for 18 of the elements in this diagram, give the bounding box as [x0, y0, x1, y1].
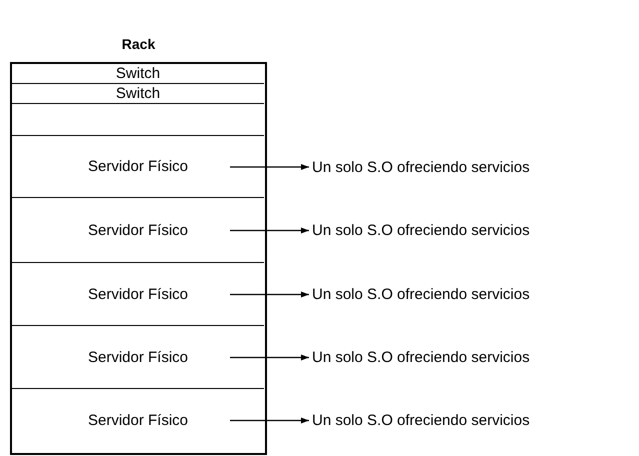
description-text: Un solo S.O ofreciendo servicios [312, 284, 530, 306]
description-text: Un solo S.O ofreciendo servicios [312, 220, 530, 242]
rack-unit: Servidor Físico [12, 263, 264, 326]
rack-unit: Servidor Físico [12, 389, 264, 452]
rack-unit: Servidor Físico [12, 136, 264, 198]
arrow [230, 418, 309, 424]
rack-unit: Servidor Físico [12, 326, 264, 389]
arrow [230, 292, 309, 298]
description-text: Un solo S.O ofreciendo servicios [312, 157, 530, 179]
description-text: Un solo S.O ofreciendo servicios [312, 410, 530, 432]
arrow [230, 228, 309, 234]
rack-unit: Switch [12, 84, 264, 104]
rack-title: Rack [122, 36, 156, 52]
rack-unit: Switch [12, 64, 264, 84]
rack-unit: Servidor Físico [12, 198, 264, 263]
description-text: Un solo S.O ofreciendo servicios [312, 347, 530, 369]
arrow [230, 164, 309, 170]
arrow [230, 354, 309, 360]
